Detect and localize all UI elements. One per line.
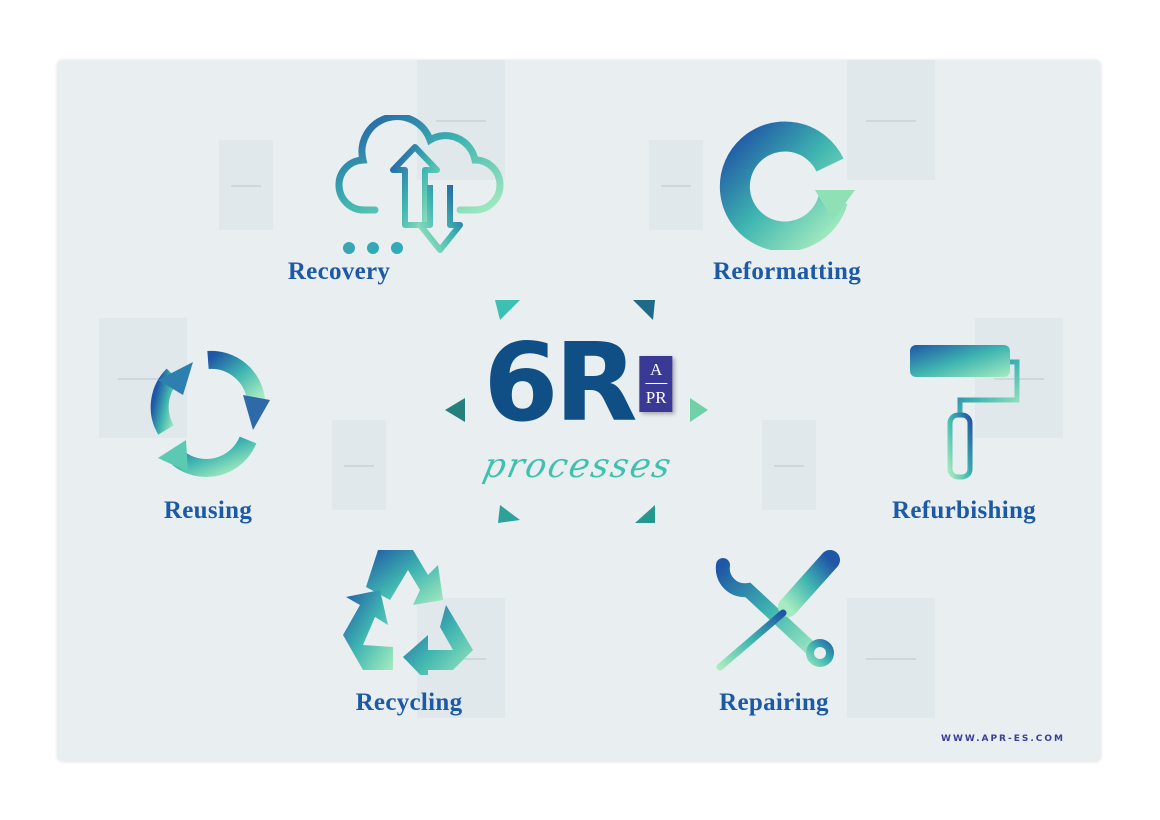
circular-arrow-icon [719, 121, 855, 250]
paint-roller-icon [910, 345, 1020, 480]
watermark-logo [219, 140, 273, 230]
watermark-logo [332, 420, 386, 510]
apr-logo-top: A [650, 360, 663, 379]
title-processes: processes [479, 446, 677, 486]
apr-logo-bottom: PR [645, 388, 667, 407]
cloud-upload-download-icon [335, 115, 504, 254]
website-url[interactable]: WWW.APR-ES.COM [941, 734, 1065, 744]
title-6r: 6R [483, 321, 637, 446]
label-repairing: Repairing [719, 689, 829, 716]
center-logo: 6R A PR [483, 321, 673, 446]
watermark-logo [417, 60, 505, 180]
infographic-card: WWW.APR-ES.COM [57, 60, 1101, 762]
label-reformatting: Reformatting [713, 258, 861, 285]
decorative-triangles [445, 300, 708, 523]
cycle-arrows-icon [150, 350, 270, 478]
label-recycling: Recycling [355, 689, 463, 716]
label-recovery: Recovery [287, 258, 391, 285]
label-reusing: Reusing [163, 497, 253, 524]
label-refurbishing: Refurbishing [892, 497, 1036, 524]
recycle-icon [343, 550, 473, 675]
watermark-logo [649, 140, 703, 230]
watermark-logo [762, 420, 816, 510]
watermark-logo [847, 598, 935, 718]
apr-logo: A PR [639, 356, 673, 412]
watermark-logo [847, 60, 935, 180]
wrench-screwdriver-icon [715, 550, 840, 671]
